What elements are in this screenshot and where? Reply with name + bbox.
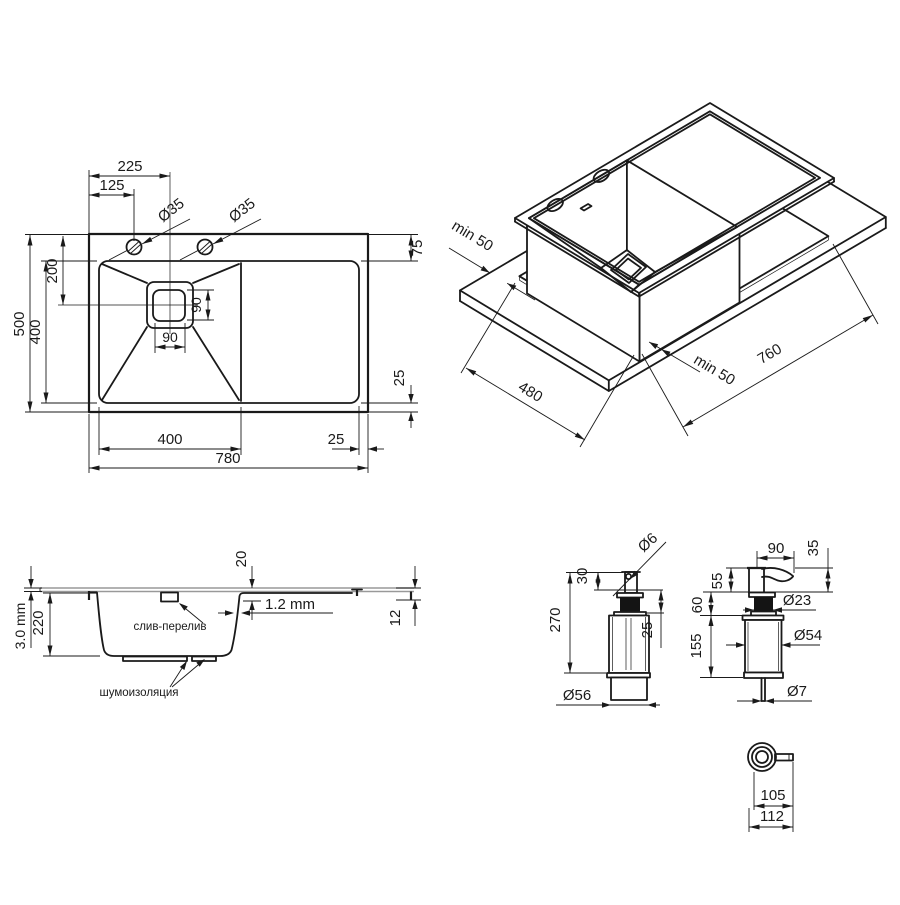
faucet-hole-2 [196, 238, 214, 256]
pump-head-side [748, 567, 765, 594]
bottle-cap-side [743, 671, 784, 679]
steel-profile [87, 588, 413, 662]
dispenser-side-dimensions: 90 35 55 60 155 Ø23 Ø54 [688, 540, 833, 704]
dim-75: 75 [409, 240, 426, 257]
label-overflow: слив-перелив [133, 621, 206, 633]
iso-faucet-hole-2 [592, 168, 611, 183]
dim-500: 500 [11, 311, 28, 336]
dim-400-left: 400 [27, 319, 44, 344]
insulation-pad-2 [191, 655, 217, 662]
iso-drain-inner [614, 257, 642, 281]
dispenser-top-view: 105 112 [747, 742, 794, 832]
plan-rim-outline [98, 260, 360, 404]
mounting-nut [620, 597, 640, 612]
nut-side [754, 597, 773, 612]
dim-bottle-diameter-side: Ø54 [794, 627, 822, 644]
dim-min50-bottom: min 50 [691, 351, 738, 389]
dim-760: 760 [755, 340, 785, 367]
iso-overflow-hole [579, 203, 593, 212]
dim-min50-top: min 50 [449, 217, 496, 255]
bottle-side [744, 619, 783, 674]
dim-105: 105 [760, 787, 785, 804]
plan-view: 225 125 Ø35 Ø35 500 400 200 75 25 90 90 … [11, 158, 426, 473]
iso-drain-outer [610, 253, 647, 284]
bowl-section [96, 591, 353, 657]
dim-25-bottom: 25 [328, 431, 345, 448]
dispenser-top-middle-circle [751, 746, 773, 768]
dispenser-top-dimensions: 105 112 [748, 762, 794, 832]
dim-90-h: 90 [162, 329, 178, 345]
insulation-pad-1 [122, 655, 188, 662]
plan-dimension-lines [25, 170, 418, 473]
plan-drain-inner [152, 289, 186, 322]
bottle-base [610, 676, 648, 701]
dispenser-top-inner-circle [755, 750, 769, 764]
plan-dimension-labels: 225 125 Ø35 Ø35 500 400 200 75 25 90 90 … [11, 158, 426, 467]
dispenser-top-outer-circle [747, 742, 777, 772]
dim-glass-thickness: 3.0 mm [12, 603, 28, 650]
dim-hole2: Ø35 [226, 195, 259, 226]
dim-bottle-diameter-front: Ø56 [563, 687, 591, 704]
dispenser-side-view: 90 35 55 60 155 Ø23 Ø54 [688, 540, 833, 704]
spout-top [761, 567, 794, 577]
dim-hole1: Ø35 [155, 195, 188, 226]
dispenser-front-body [606, 571, 651, 701]
sink-rim-inner [533, 113, 816, 283]
dim-tube-diameter: Ø7 [787, 683, 807, 700]
label-insulation: шумоизоляция [99, 687, 178, 699]
nozzle-outlet [625, 573, 633, 581]
dispenser-front-view: Ø6 30 25 270 Ø56 [547, 530, 667, 708]
dim-400-bottom: 400 [157, 431, 182, 448]
dim-112: 112 [760, 808, 784, 825]
dim-155: 155 [688, 633, 705, 658]
dim-55: 55 [709, 573, 726, 590]
dim-steel-thickness: 1.2 mm [265, 596, 315, 613]
dim-30: 30 [574, 568, 591, 585]
plan-glass-outline [87, 232, 370, 414]
dim-25-right: 25 [391, 370, 408, 387]
overflow-slot [160, 591, 179, 603]
dim-spout-length: 90 [768, 540, 785, 557]
dim-225: 225 [117, 158, 142, 175]
flange-side [748, 591, 776, 598]
dim-780: 780 [215, 450, 240, 467]
section-dimensions: 3.0 mm 220 20 1.2 mm 12 слив-п [12, 551, 421, 699]
isometric-view: min 50 min 50 480 760 [449, 102, 887, 448]
section-view: 3.0 mm 220 20 1.2 mm 12 слив-п [12, 551, 421, 699]
dim-125: 125 [99, 177, 124, 194]
dispenser-top-spout [774, 753, 794, 762]
dim-20: 20 [233, 551, 250, 568]
plan-sink-outline [87, 232, 370, 414]
dim-25-front: 25 [639, 622, 656, 639]
dim-35: 35 [805, 540, 822, 557]
dim-12: 12 [387, 610, 404, 627]
dim-220: 220 [30, 610, 47, 635]
dispenser-side-body [741, 566, 794, 702]
iso-faucet-hole-1 [546, 197, 564, 213]
faucet-hole-1 [125, 238, 143, 256]
dim-60: 60 [689, 597, 706, 614]
dim-270: 270 [547, 607, 564, 632]
iso-sink [514, 102, 835, 363]
bowl-bottom [600, 249, 656, 293]
dim-nut-diameter: Ø23 [783, 592, 811, 609]
dim-nozzle-diameter: Ø6 [635, 530, 661, 556]
dim-200: 200 [44, 258, 61, 283]
pump-collar [616, 592, 644, 599]
dim-480: 480 [515, 378, 545, 405]
dim-90-v: 90 [188, 297, 204, 313]
spout-bottom [761, 575, 794, 583]
